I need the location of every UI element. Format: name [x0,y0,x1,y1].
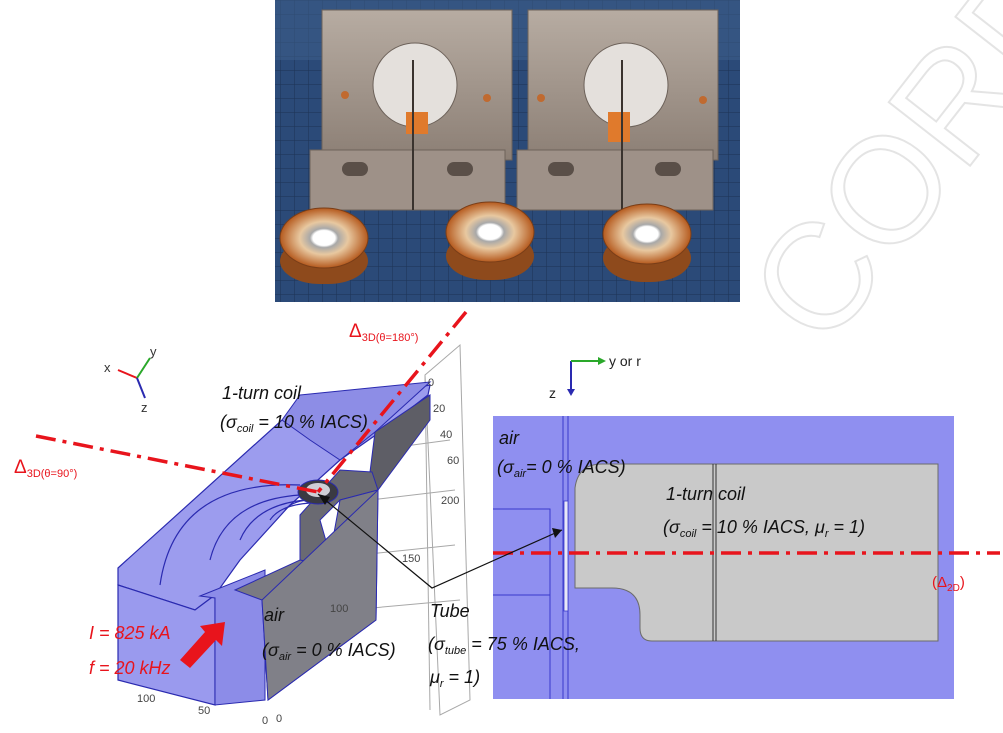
model-2d: y or r z air (σair= 0 % IACS) 1-turn coi… [493,353,1000,699]
axis-ticks: 0 20 40 60 200 150 100 100 50 0 0 [137,377,459,727]
tick-label: 150 [402,553,420,565]
axis-triad: x y z [104,344,157,415]
coil-2d-label: 1-turn coil [666,484,746,504]
tube-label: Tube [430,601,470,621]
air-3d-sigma: (σair = 0 % IACS) [262,640,396,663]
right-fixture [516,9,719,211]
coil-3d-label: 1-turn coil [222,383,302,403]
tick-label: 20 [433,403,445,415]
left-fixture [309,9,513,211]
delta-90-label: Δ3D(θ=90°) [14,457,77,480]
field-shaper-rings [279,201,692,284]
delta-90-line [35,434,319,494]
tube-callout: Tube (σtube = 75 % IACS, μr = 1) [317,493,580,690]
frequency-label: f = 20 kHz [89,658,171,678]
coil-2d-sigma: (σcoil = 10 % IACS, μr = 1) [663,517,865,540]
coil-2d [574,463,939,642]
watermark-text: CORRECTED [717,0,1003,372]
current-arrow [180,622,225,668]
tick-label: 50 [198,705,210,717]
tick-label: 60 [447,455,459,467]
air-3d-label: air [264,605,285,625]
tick-label: 200 [441,495,459,507]
axis-2d-v-label: z [549,385,556,401]
current-label: I = 825 kA [89,623,171,643]
delta-180-line [316,310,468,494]
photo [275,0,740,302]
triad-x-label: x [104,360,111,375]
watermark: CORRECTED [716,0,1003,373]
coil-inner-side [369,394,431,491]
tube-leader-line [317,493,563,589]
tick-label: 40 [440,429,452,441]
symmetry-axes-3d [35,310,468,494]
tick-label: 100 [137,693,155,705]
coil-3d-sigma: (σcoil = 10 % IACS) [220,412,368,435]
tick-label: 0 [428,377,434,389]
air-2d-label: air [499,428,520,448]
tick-label: 100 [330,603,348,615]
model-3d: 0 20 40 60 200 150 100 100 50 0 0 x y z [14,310,471,727]
tube-mu: μr = 1) [429,667,480,690]
air-2d-sigma: (σair= 0 % IACS) [497,457,626,480]
tick-label: 0 [276,713,282,725]
axis-2d-h-label: y or r [609,353,641,369]
tube-2d [563,500,569,612]
coil-front-inner [198,569,266,706]
axes-box-grid [349,343,471,716]
delta-180-label: Δ3D(θ=180°) [349,321,418,344]
triad-y-label: y [150,344,157,359]
delta-2d-label: (Δ2D) [932,574,965,594]
tube-sigma: (σtube = 75 % IACS, [428,634,580,657]
triad-z-label: z [141,400,148,415]
tick-label: 0 [262,715,268,727]
axis-2d: y or r z [549,353,641,401]
